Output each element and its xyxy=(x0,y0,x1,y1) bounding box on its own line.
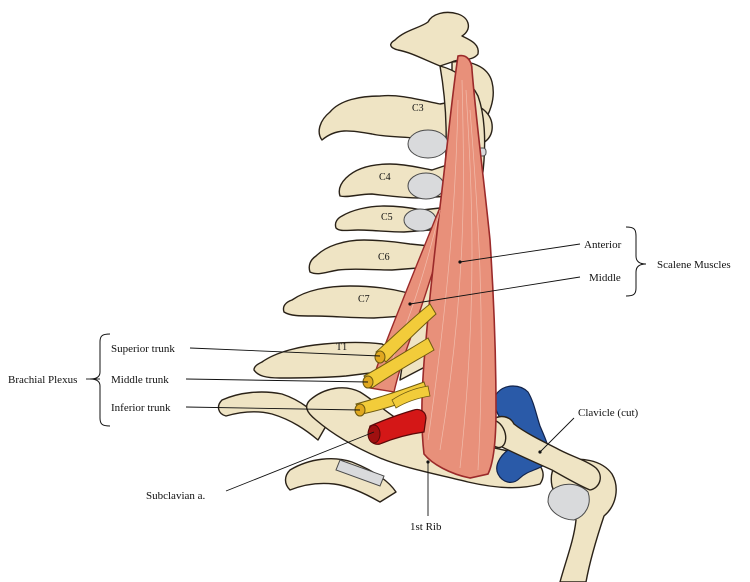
superior-trunk-end xyxy=(374,350,386,364)
leader-first-rib-dot xyxy=(426,460,430,464)
superior-trunk-nerve xyxy=(375,303,437,363)
label-middle: Middle xyxy=(589,272,621,284)
leader-lines xyxy=(86,243,581,516)
rib-cartilage xyxy=(335,459,385,487)
middle-trunk-nerve xyxy=(363,337,435,389)
label-c6: C6 xyxy=(378,252,390,263)
leader-inferior-trunk xyxy=(185,406,361,411)
brachial-plexus-trunks xyxy=(354,303,437,417)
disc-c4-c5 xyxy=(407,172,445,200)
label-superior-trunk: Superior trunk xyxy=(111,343,175,355)
leader-clavicle-dot xyxy=(538,450,542,454)
leader-subclavian xyxy=(225,431,375,492)
leader-middle-trunk xyxy=(185,378,369,383)
label-brachial-plexus: Brachial Plexus xyxy=(8,374,77,386)
leader-clavicle xyxy=(539,417,575,453)
label-clavicle-cut: Clavicle (cut) xyxy=(578,407,639,419)
label-inferior-trunk: Inferior trunk xyxy=(111,402,171,414)
second-rib xyxy=(284,458,397,503)
atlas-vertebra xyxy=(390,11,479,67)
leader-superior-trunk xyxy=(189,347,381,357)
label-subclavian-a: Subclavian a. xyxy=(146,490,206,502)
label-c4: C4 xyxy=(379,172,391,183)
disc-c3-c4 xyxy=(407,129,449,159)
label-c7: C7 xyxy=(358,294,370,305)
label-c5: C5 xyxy=(381,212,393,223)
acromion-disc xyxy=(547,483,590,521)
label-scalene-muscles: Scalene Muscles xyxy=(657,259,731,271)
label-middle-trunk: Middle trunk xyxy=(111,374,169,386)
leader-middle-dot xyxy=(408,302,412,306)
plexus-branch xyxy=(391,385,431,409)
muscle-fibers xyxy=(383,79,482,471)
label-first-rib: 1st Rib xyxy=(410,521,442,533)
clavicle xyxy=(487,415,601,491)
brachial-plexus-brace xyxy=(89,333,111,427)
lower-rib xyxy=(217,391,327,441)
leader-anterior xyxy=(459,243,581,263)
scalene-brace xyxy=(625,226,647,297)
leader-middle xyxy=(409,276,581,305)
label-anterior: Anterior xyxy=(584,239,622,251)
label-c3: C3 xyxy=(412,103,424,114)
shoulder-group xyxy=(485,385,617,582)
leader-anterior-dot xyxy=(458,260,462,264)
label-t1: T1 xyxy=(336,342,347,353)
anterior-scalene-muscle xyxy=(421,54,497,479)
c6-vertebra xyxy=(308,239,432,275)
